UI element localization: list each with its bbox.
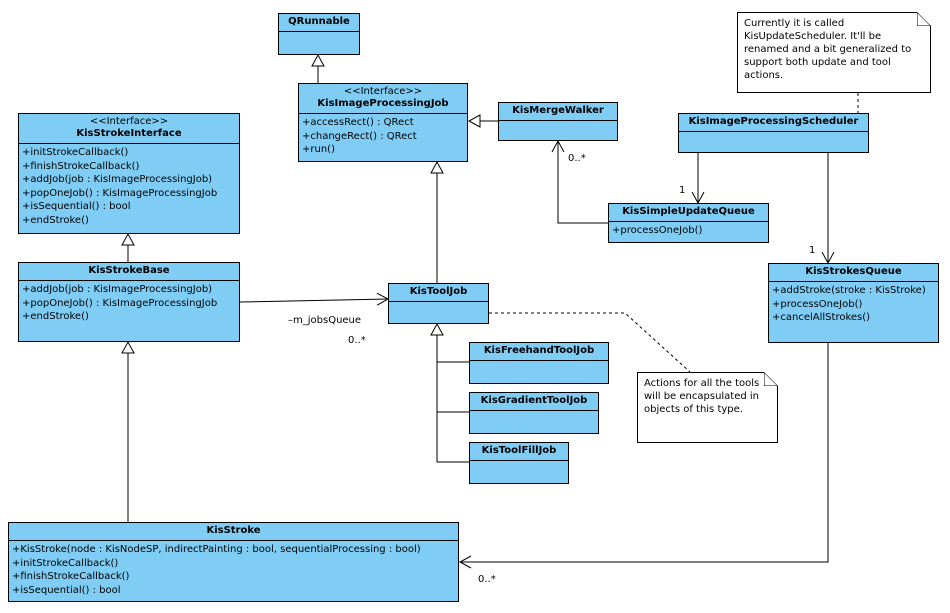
operation: +isSequential() : bool: [12, 584, 121, 596]
class-name: KisStrokeInterface: [76, 128, 182, 139]
operation: +isSequential() : bool: [22, 201, 131, 212]
class-kisstrokesqueue: KisStrokesQueue +addStroke(stroke : KisS…: [768, 263, 939, 343]
class-name: KisMergeWalker: [512, 105, 604, 116]
note-line: actions.: [744, 70, 784, 81]
class-kisstroke: KisStroke +KisStroke(node : KisNodeSP, i…: [8, 522, 459, 602]
operation: +endStroke(): [22, 214, 89, 226]
note-anchor-tooljob: [489, 312, 691, 373]
class-stereotype: <<Interface>>: [343, 86, 423, 97]
operation: +addJob(job : KisImageProcessingJob): [22, 174, 213, 185]
operation: +addJob(job : KisImageProcessingJob): [22, 284, 213, 295]
class-name: KisStrokesQueue: [805, 266, 902, 277]
class-kisstrokebase: KisStrokeBase +addJob(job : KisImageProc…: [18, 262, 240, 342]
comp-simplequeue-mergewalker: [551, 139, 631, 228]
note-line: objects of this type.: [644, 404, 743, 415]
class-name: KisSimpleUpdateQueue: [622, 206, 755, 217]
class-stereotype: <<Interface>>: [89, 116, 169, 127]
class-name: KisToolFillJob: [481, 445, 557, 456]
note-line: encapsulated in: [679, 391, 760, 402]
operation-list: +addJob(job : KisImageProcessingJob) +po…: [19, 281, 239, 326]
operation-list: +accessRect() : QRect +changeRect() : QR…: [299, 114, 467, 159]
note-line: renamed and a bit generalized: [744, 44, 898, 55]
operation-list: +initStrokeCallback() +finishStrokeCallb…: [19, 144, 239, 229]
class-name: KisStroke: [206, 525, 261, 536]
class-kistooljob: KisToolJob: [388, 283, 489, 324]
operation: +popOneJob() : KisImageProcessingJob: [22, 187, 218, 199]
strokes-queue-multiplicity: 1: [809, 245, 816, 256]
class-name: QRunnable: [288, 16, 350, 27]
class-name: KisImageProcessingJob: [317, 98, 449, 109]
class-kisimageprocessingjob: <<Interface>> KisImageProcessingJob +acc…: [298, 83, 468, 162]
class-kisgradienttooljob: KisGradientToolJob: [469, 392, 599, 434]
class-name: KisStrokeBase: [88, 265, 170, 276]
class-name: KisToolJob: [409, 286, 468, 297]
operation: +finishStrokeCallback(): [12, 571, 130, 582]
operation: +finishStrokeCallback(): [22, 160, 140, 172]
jobs-queue-multiplicity: 0..*: [348, 335, 366, 346]
operation: +addStroke(stroke : KisStroke): [772, 285, 926, 296]
comp-strokebase-tooljob: [217, 292, 390, 308]
operation: +changeRect() : QRect: [302, 130, 417, 142]
jobs-queue-role-label: –m_jobsQueue: [288, 315, 362, 326]
operation-list: +addStroke(stroke : KisStroke) +processO…: [769, 282, 938, 327]
class-kisimageprocessingscheduler: KisImageProcessingScheduler: [678, 113, 869, 153]
class-name: KisFreehandToolJob: [483, 345, 595, 356]
note-line: Actions for all the: [644, 378, 732, 389]
comp-strokesqueue-stroke: [458, 320, 833, 569]
operation: +run(): [302, 144, 335, 155]
simple-update-multiplicity: 1: [679, 185, 686, 196]
class-kismergewalker: KisMergeWalker: [498, 102, 618, 141]
class-name: KisImageProcessingScheduler: [688, 116, 859, 127]
operation-list: +KisStroke(node : KisNodeSP, indirectPai…: [9, 541, 458, 599]
note-line: tools will be: [644, 378, 760, 402]
operation: +cancelAllStrokes(): [772, 312, 871, 323]
class-kisstrokeinterface: <<Interface>> KisStrokeInterface +initSt…: [18, 113, 240, 234]
class-name: KisGradientToolJob: [480, 395, 588, 406]
class-qrunnable: QRunnable: [278, 13, 360, 55]
note-line: KisUpdateScheduler. It'll be: [744, 31, 882, 42]
note-line: to support both update and tool: [744, 44, 912, 68]
merge-walker-multiplicity: 0..*: [568, 153, 586, 164]
operation: +processOneJob(): [612, 225, 703, 236]
operation: +initStrokeCallback(): [22, 147, 129, 158]
operation-list: +processOneJob(): [609, 222, 768, 240]
note-fold-icon: [917, 12, 931, 26]
class-kistoolfilljob: KisToolFillJob: [469, 442, 569, 484]
operation: +popOneJob() : KisImageProcessingJob: [22, 297, 218, 309]
operation: +initStrokeCallback(): [12, 557, 119, 569]
stroke-multiplicity: 0..*: [478, 574, 496, 585]
note-tooljob: Actions for all the tools will be encaps…: [637, 372, 778, 443]
note-fold-icon: [764, 372, 778, 386]
operation: +accessRect() : QRect: [302, 117, 414, 128]
class-kissimpleupdatequeue: KisSimpleUpdateQueue +processOneJob(): [608, 203, 769, 243]
note-line: Currently it is called: [744, 18, 845, 29]
operation: +endStroke(): [22, 311, 89, 322]
operation: +processOneJob(): [772, 298, 863, 310]
note-scheduler: Currently it is called KisUpdateSchedule…: [737, 12, 931, 93]
class-kisfreehandtooljob: KisFreehandToolJob: [469, 342, 609, 384]
operation: +KisStroke(node : KisNodeSP, indirectPai…: [12, 544, 421, 555]
